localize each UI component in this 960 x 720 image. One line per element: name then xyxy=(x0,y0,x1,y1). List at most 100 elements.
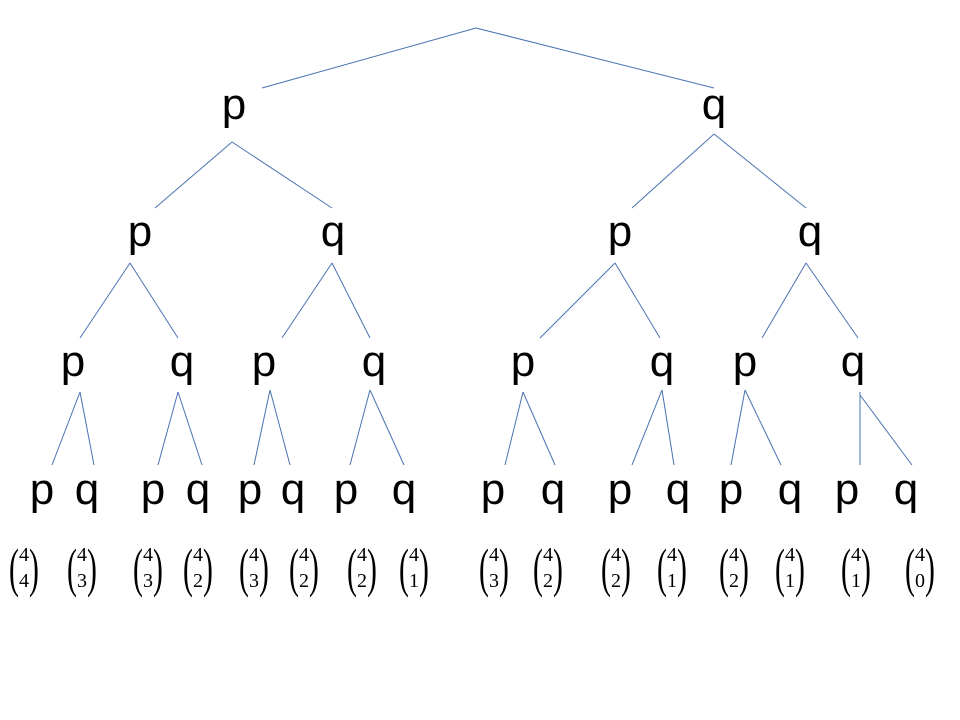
left-paren: ( xyxy=(905,538,915,598)
right-paren: ) xyxy=(203,538,213,598)
edge xyxy=(261,27,477,89)
binomial-k: 3 xyxy=(77,570,87,592)
left-paren: ( xyxy=(289,538,299,598)
left-paren: ( xyxy=(9,538,19,598)
left-paren: ( xyxy=(841,538,851,598)
right-paren: ) xyxy=(739,538,749,598)
binomial-n: 4 xyxy=(729,544,739,566)
binomial-k: 2 xyxy=(357,570,367,592)
edge xyxy=(631,133,715,209)
left-paren: ( xyxy=(239,538,249,598)
edge xyxy=(281,262,333,339)
node-l3: p xyxy=(60,337,86,386)
binomial-n: 4 xyxy=(19,544,29,566)
left-paren: ( xyxy=(67,538,77,598)
edge xyxy=(504,391,524,466)
right-paren: ) xyxy=(259,538,269,598)
leaf-node: p xyxy=(607,465,633,514)
edge xyxy=(539,262,616,339)
node-l3: p xyxy=(251,337,277,386)
node-l2: p xyxy=(127,207,153,256)
edge xyxy=(331,262,371,339)
edge xyxy=(269,389,291,466)
edge xyxy=(51,391,81,466)
node-l3: q xyxy=(840,337,866,386)
binomial-k: 4 xyxy=(19,570,29,592)
binomial-n: 4 xyxy=(357,544,367,566)
binomial-k: 3 xyxy=(249,570,259,592)
node-l1-q: q xyxy=(701,80,727,129)
binomial-k: 2 xyxy=(543,570,553,592)
binomial-n: 4 xyxy=(611,544,621,566)
binomial-coefficient: (4 3) xyxy=(63,541,101,595)
binomial-k: 1 xyxy=(785,570,795,592)
binomial-coefficient: (4 3) xyxy=(235,541,273,595)
binomial-k: 2 xyxy=(611,570,621,592)
edge xyxy=(349,389,371,466)
edge xyxy=(369,389,405,466)
right-paren: ) xyxy=(153,538,163,598)
right-paren: ) xyxy=(499,538,509,598)
leaf-node: q xyxy=(74,465,100,514)
edge xyxy=(79,391,95,466)
binomial-n: 4 xyxy=(489,544,499,566)
left-paren: ( xyxy=(347,538,357,598)
binomial-n: 4 xyxy=(143,544,153,566)
binomial-n: 4 xyxy=(77,544,87,566)
binomial-k: 2 xyxy=(299,570,309,592)
node-l3: q xyxy=(649,337,675,386)
binomial-coefficient: (4 4) xyxy=(5,541,43,595)
edge xyxy=(730,389,746,466)
edge xyxy=(79,262,131,339)
edge xyxy=(744,389,782,466)
binomial-k: 2 xyxy=(193,570,203,592)
leaf-node: p xyxy=(718,465,744,514)
leaf-node: p xyxy=(140,465,166,514)
binomial-k: 1 xyxy=(851,570,861,592)
right-paren: ) xyxy=(925,538,935,598)
leaf-node: p xyxy=(29,465,55,514)
edge xyxy=(761,262,807,339)
binomial-k: 1 xyxy=(667,570,677,592)
edge xyxy=(253,389,271,466)
left-paren: ( xyxy=(479,538,489,598)
left-paren: ( xyxy=(775,538,785,598)
binomial-n: 4 xyxy=(193,544,203,566)
leaf-node: q xyxy=(665,465,691,514)
binomial-n: 4 xyxy=(409,544,419,566)
edge xyxy=(475,27,715,89)
left-paren: ( xyxy=(657,538,667,598)
right-paren: ) xyxy=(553,538,563,598)
binomial-n: 4 xyxy=(851,544,861,566)
node-l3: q xyxy=(361,337,387,386)
right-paren: ) xyxy=(861,538,871,598)
left-paren: ( xyxy=(533,538,543,598)
edge xyxy=(177,391,203,466)
binomial-k: 2 xyxy=(729,570,739,592)
node-l1-p: p xyxy=(221,80,247,129)
right-paren: ) xyxy=(677,538,687,598)
left-paren: ( xyxy=(601,538,611,598)
right-paren: ) xyxy=(87,538,97,598)
leaf-node: p xyxy=(834,465,860,514)
binomial-n: 4 xyxy=(249,544,259,566)
edge xyxy=(631,389,663,466)
node-l2: q xyxy=(797,207,823,256)
node-l3: q xyxy=(169,337,195,386)
edge xyxy=(713,133,807,209)
left-paren: ( xyxy=(133,538,143,598)
left-paren: ( xyxy=(399,538,409,598)
edge xyxy=(614,262,661,339)
right-paren: ) xyxy=(29,538,39,598)
node-l3: p xyxy=(732,337,758,386)
